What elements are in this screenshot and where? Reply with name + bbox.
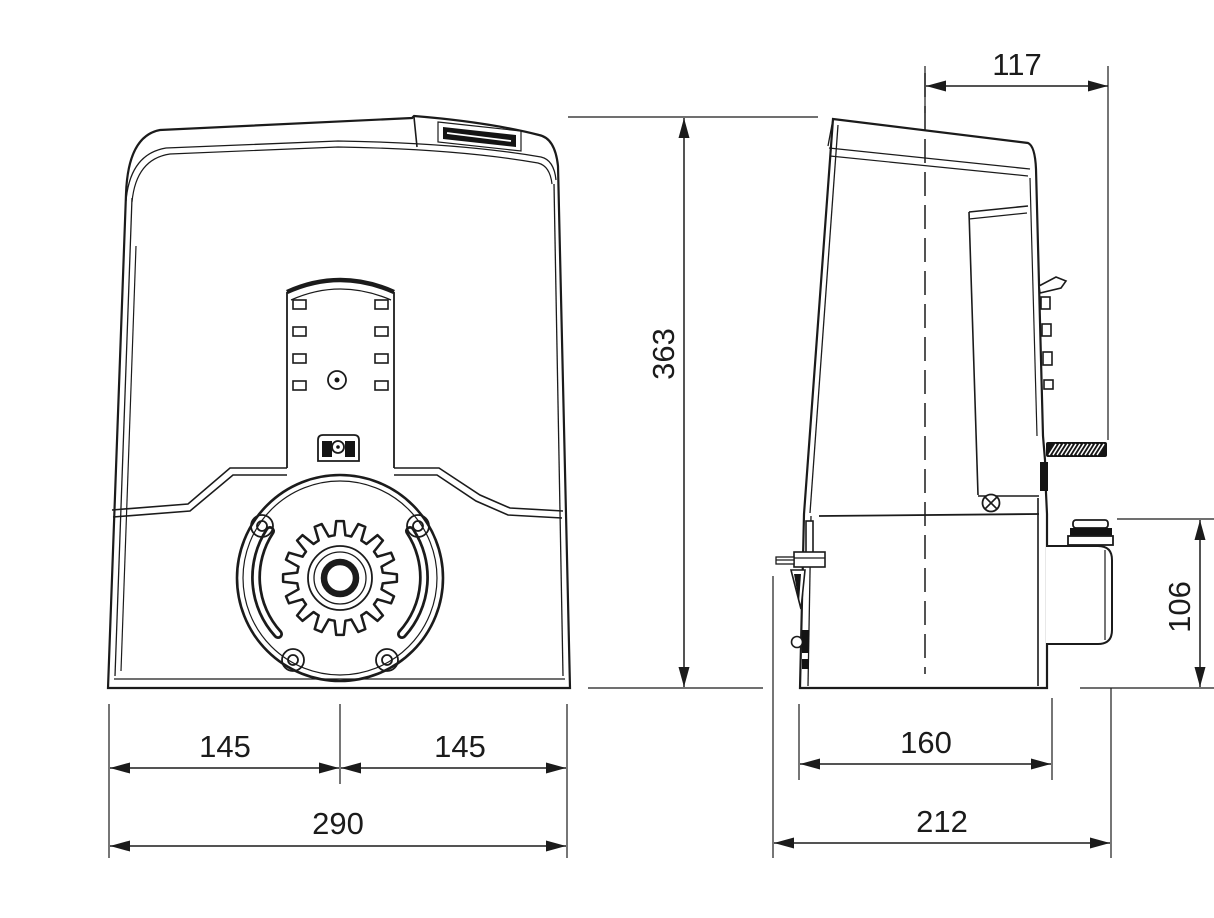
vent-slot-highlight (446, 132, 512, 142)
release-bar (1040, 462, 1048, 491)
dim-label-160: 160 (900, 725, 952, 760)
door-left-edge (968, 211, 979, 496)
door-screw (981, 493, 1001, 513)
front-cap-seam-inner (131, 146, 553, 203)
gear-hub-outer (307, 545, 373, 611)
body-shoulder-step (111, 467, 564, 519)
side-left-shell-line (809, 124, 839, 514)
column-top-arc-inner (290, 288, 392, 301)
threaded-shaft (1046, 442, 1107, 457)
base-box (807, 498, 1040, 687)
latch-lock-dot (336, 445, 340, 449)
release-latch (317, 434, 360, 462)
dim-label-290: 290 (312, 806, 364, 841)
dim-side-depths: 160 212 (772, 576, 1112, 858)
drain-spout (1038, 276, 1068, 294)
pinion-cap-base (1067, 535, 1114, 546)
side-cap-seam-outer (828, 147, 1031, 170)
side-slot-upper (802, 630, 809, 653)
gear-hub-mid (313, 551, 367, 605)
release-cover-column (286, 277, 395, 468)
dim-drive-unit-height: 106 (1080, 518, 1214, 689)
latch-grip-left (322, 441, 332, 457)
pinion-cap-band (1070, 528, 1112, 536)
dim-label-363: 363 (646, 328, 681, 380)
front-left-shell-line2 (120, 245, 137, 672)
side-cap-seam-inner (829, 155, 1029, 177)
dim-top-width: 117 (924, 47, 1109, 440)
threaded-shaft-hatch (1048, 443, 1105, 456)
front-cap-seam-outer (125, 140, 557, 202)
front-body-outline (106, 114, 572, 690)
dim-label-106: 106 (1162, 581, 1197, 633)
mounting-bracket (775, 520, 826, 669)
side-right-shell-line (1029, 177, 1038, 437)
pinion-cap-top (1072, 519, 1109, 529)
latch-lock-ring (331, 440, 345, 454)
technical-drawing: 117 363 106 145 145 (40, 16, 1214, 902)
column-screw-dot (334, 377, 340, 383)
dim-overall-height: 363 (568, 116, 818, 689)
gate-operator-dimension-diagram: 117 363 106 145 145 (106, 47, 1214, 858)
dim-label-145-right: 145 (434, 729, 486, 764)
front-cap-step (413, 116, 418, 148)
column-side-slots (292, 299, 389, 391)
front-view (106, 114, 572, 690)
drive-gear-teeth (281, 519, 399, 637)
vent-slot-frame (437, 121, 522, 152)
motor-flange-circle (235, 473, 445, 683)
column-screw (327, 370, 347, 390)
dim-label-212: 212 (916, 804, 968, 839)
side-door-panel (968, 205, 1039, 513)
side-corner-facet (827, 118, 834, 147)
side-view (775, 73, 1114, 690)
dim-label-145-left: 145 (199, 729, 251, 764)
dim-label-117: 117 (992, 47, 1041, 82)
pinion-body (1046, 545, 1113, 645)
flange-bolt-holes (250, 514, 430, 672)
terminal-tabs (1040, 296, 1054, 390)
drive-gear (281, 519, 399, 637)
dim-front-widths: 145 145 290 (108, 704, 568, 858)
flange-arc-slots (251, 526, 429, 639)
gear-bore (320, 558, 360, 598)
motor-flange-inner-circle (242, 480, 438, 676)
side-body-outline (798, 117, 1049, 690)
latch-grip-right (345, 441, 355, 457)
front-left-shell-line (114, 197, 133, 677)
vent-slot (437, 121, 522, 152)
bracket-gusset-slot (794, 574, 801, 603)
column-top-arc (286, 277, 395, 295)
dimensions: 117 363 106 145 145 (108, 47, 1214, 858)
pinion-cover (1046, 519, 1114, 645)
side-slot-lower (802, 659, 809, 669)
front-right-shell-line (553, 183, 564, 677)
adjuster-knob (790, 635, 804, 649)
